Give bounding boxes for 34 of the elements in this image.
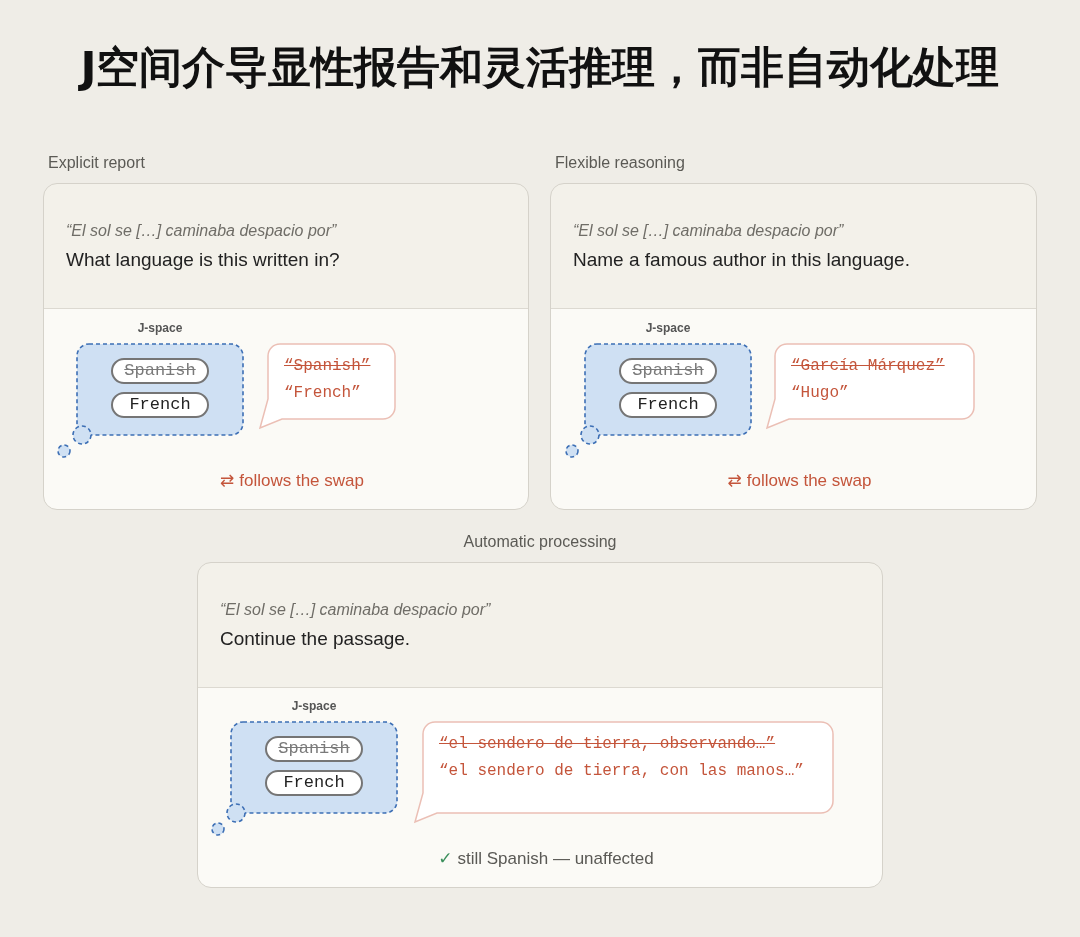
quoted-passage: “El sol se […] caminaba despacio por”	[220, 600, 491, 620]
language-tag: French	[265, 770, 363, 796]
language-tag: Spanish	[619, 358, 717, 384]
answer-text: “Hugo”	[791, 383, 849, 403]
check-icon: ✓	[438, 848, 453, 868]
prompt-question: What language is this written in?	[66, 249, 340, 271]
bubble-label: J-space	[645, 321, 691, 336]
title: J空间介导显性报告和灵活推理，而非自动化处理	[80, 41, 1000, 94]
answer-text: “el sendero de tierra, con las manos…”	[439, 761, 804, 781]
language-tag: French	[111, 392, 209, 418]
swap-arrows-icon: ⇄	[727, 470, 742, 490]
swap-arrows-icon: ⇄	[220, 470, 235, 490]
speech-bubble	[766, 343, 975, 429]
speech-bubble	[414, 721, 834, 823]
bubble-label: J-space	[137, 321, 183, 336]
panel-heading: Explicit report	[48, 153, 145, 173]
language-tag: Spanish	[265, 736, 363, 762]
crossed-out-answer: “Spanish”	[284, 356, 371, 376]
panel-heading: Automatic processing	[463, 532, 617, 552]
quoted-passage: “El sol se […] caminaba despacio por”	[66, 221, 337, 241]
result-note: follows the swap	[746, 471, 872, 490]
crossed-out-answer: “el sendero de tierra, observando…”	[439, 734, 776, 754]
answer-text: “French”	[284, 383, 361, 403]
language-tag: French	[619, 392, 717, 418]
crossed-out-answer: “García Márquez”	[791, 356, 945, 376]
result-note: follows the swap	[239, 471, 364, 490]
quoted-passage: “El sol se […] caminaba despacio por”	[573, 221, 844, 241]
bubble-label: J-space	[291, 699, 337, 714]
result-note: still Spanish — unaffected	[457, 849, 654, 868]
panel-heading: Flexible reasoning	[555, 153, 685, 173]
speech-bubble	[259, 343, 396, 429]
prompt-question: Name a famous author in this language.	[573, 249, 910, 271]
language-tag: Spanish	[111, 358, 209, 384]
prompt-question: Continue the passage.	[220, 628, 411, 650]
